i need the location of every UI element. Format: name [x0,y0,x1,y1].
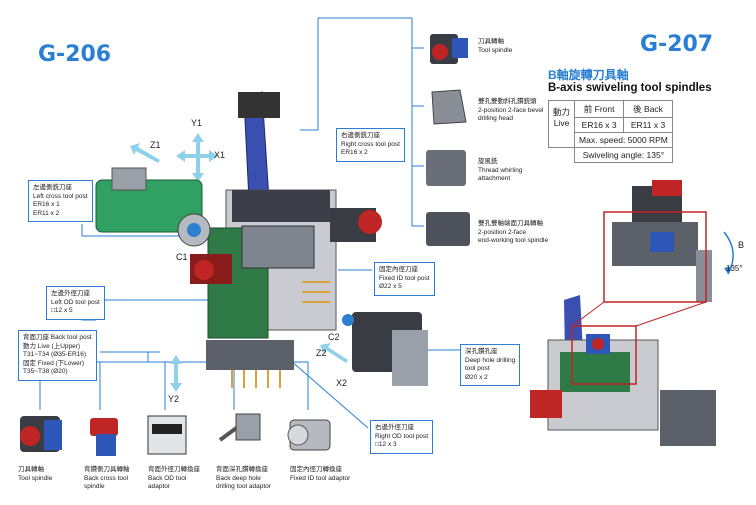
label-en: Live [553,117,570,128]
label-zh: 動力 [553,106,571,117]
leader-top [300,18,319,131]
spec-col-front: 前 Front [574,100,625,118]
callout-line: 固定 Fixed (下Lower) [23,359,85,367]
label-en: end-working tool spindle [478,237,549,245]
callout-line: □12 x 5 [51,307,73,315]
g207-title-en: B-axis swiveling tool spindles [548,82,712,94]
callout-line: 固定內徑刀座 [379,266,418,273]
axis-x2: X2 [336,378,348,388]
callout-line: Left cross tool post [33,192,88,200]
callout-line: 右邊側銑刀座 [341,132,380,139]
spec-swivel: Swiveling angle: 135° [574,147,673,163]
g207-title-zh: B軸旋轉刀具軸 [548,68,629,82]
label-en: Tool spindle [18,474,53,482]
label-en: 2-position 2-face [478,228,527,236]
callout-line: 左邊外徑刀座 [51,290,90,297]
label-zh: 固定內徑刀轉換座 [290,466,342,473]
callout-right-od: 右邊外徑刀座 Right OD tool post □12 x 3 [370,420,434,454]
callout-line: 左邊側銑刀座 [33,184,72,191]
callout-line: Ø22 x 5 [379,283,402,291]
label-zh: 背面深孔鑽轉換座 [216,466,268,473]
attachment-label-tool-spindle: 刀具轉軸 Tool spindle [478,38,512,55]
label-en: spindle [84,483,105,491]
label-en: Back deep hole [216,474,261,482]
axis-z2: Z2 [316,348,327,358]
callout-line: 背面刀座 Back tool post [23,334,92,341]
attachment-label-end-working: 雙孔雙軸端面刀具轉軸 2-position 2-face end-working… [478,220,548,246]
label-zh: 雙孔雙動斜孔鑽銑頭 [478,98,537,105]
label-en: attachment [478,175,511,183]
label-zh: 刀具轉軸 [18,466,44,473]
label-en: drilling head [478,115,514,123]
bottom-label-back-cross: 背鑽側刀具轉軸 Back cross tool spindle [84,466,130,492]
g207-spec-table: 動力 Live 前 Front 後 Back ER16 x 3 ER11 x 3… [547,100,673,163]
axis-z1: Z1 [150,140,161,150]
bottom-label-tool-spindle: 刀具轉軸 Tool spindle [18,466,52,483]
axis-c1: C1 [176,252,188,262]
label-zh: 雙孔雙軸端面刀具轉軸 [478,220,543,227]
callout-line: ER11 x 2 [33,209,60,217]
label-en: Thread whirling [478,166,523,174]
label-zh: 背面外徑刀轉換座 [148,466,200,473]
callout-deep-hole: 深孔鑽孔座 Deep hole drilling tool post Ø20 x… [460,344,521,387]
model-title-g207: G-207 [640,32,714,57]
axis-x1: X1 [214,150,226,160]
label-en: adaptor [148,483,171,491]
label-zh: 旋風銑 [478,158,498,165]
callout-line: ER16 x 2 [341,149,368,157]
callout-fixed-id: 固定內徑刀座 Fixed ID tool post Ø22 x 5 [374,262,435,296]
callout-line: Fixed ID tool post [379,274,430,282]
label-en: Back OD tool [148,474,187,482]
axis-b: B [738,240,745,250]
bottom-label-back-deep-hole: 背面深孔鑽轉換座 Back deep hole drilling tool ad… [216,466,271,492]
axis-y2: Y2 [168,394,180,404]
spec-blank-cell [547,132,576,148]
callout-back-post: 背面刀座 Back tool post 動力 Live (上Upper) T31… [18,330,97,381]
label-en: Back cross tool [84,474,129,482]
callout-line: □12 x 3 [375,441,397,449]
attachment-label-bevel-head: 雙孔雙動斜孔鑽銑頭 2-position 2-face bevel drilli… [478,98,543,124]
label-zh: 背鑽側刀具轉軸 [84,466,130,473]
callout-line: Left OD tool post [51,298,100,306]
callout-line: Deep hole drilling [465,356,516,364]
callout-line: 右邊外徑刀座 [375,424,414,431]
callout-line: Right cross tool post [341,140,400,148]
callout-line: 動力 Live (上Upper) [23,342,81,350]
bottom-label-back-od: 背面外徑刀轉換座 Back OD tool adaptor [148,466,200,492]
spec-row-label: 動力 Live [547,100,576,133]
spec-col-back: 後 Back [623,100,673,118]
label-en: Fixed ID tool adaptor [290,474,351,482]
callout-line: T35~T38 (Ø20) [23,368,68,376]
axis-y1: Y1 [191,118,203,128]
callout-line: Ø20 x 2 [465,373,488,381]
callout-left-od: 左邊外徑刀座 Left OD tool post □12 x 5 [46,286,105,320]
callout-line: Right OD tool post [375,432,429,440]
spec-val-front: ER16 x 3 [574,117,625,133]
axis-c2: C2 [328,332,340,342]
attachment-label-whirling: 旋風銑 Thread whirling attachment [478,158,522,184]
callout-left-cross: 左邊側銑刀座 Left cross tool post ER16 x 1 ER1… [28,180,93,223]
spec-blank-cell [549,148,575,163]
callout-line: T31~T34 (Ø35-ER16) [23,351,87,359]
g207-highlight-box [571,325,637,385]
label-en: Tool spindle [478,46,513,54]
axis-angle: 135° [726,264,743,273]
label-en: 2-position 2-face bevel [478,106,544,114]
spec-val-back: ER11 x 3 [623,117,673,133]
bottom-label-fixed-id: 固定內徑刀轉換座 Fixed ID tool adaptor [290,466,350,483]
label-en: drilling tool adaptor [216,483,271,491]
spec-speed: Max. speed: 5000 RPM [574,132,673,148]
callout-line: ER16 x 1 [33,201,60,209]
model-title-g206: G-206 [38,42,112,67]
callout-right-cross: 右邊側銑刀座 Right cross tool post ER16 x 2 [336,128,405,162]
callout-line: tool post [465,365,490,373]
label-zh: 刀具轉軸 [478,38,504,45]
callout-line: 深孔鑽孔座 [465,348,498,355]
